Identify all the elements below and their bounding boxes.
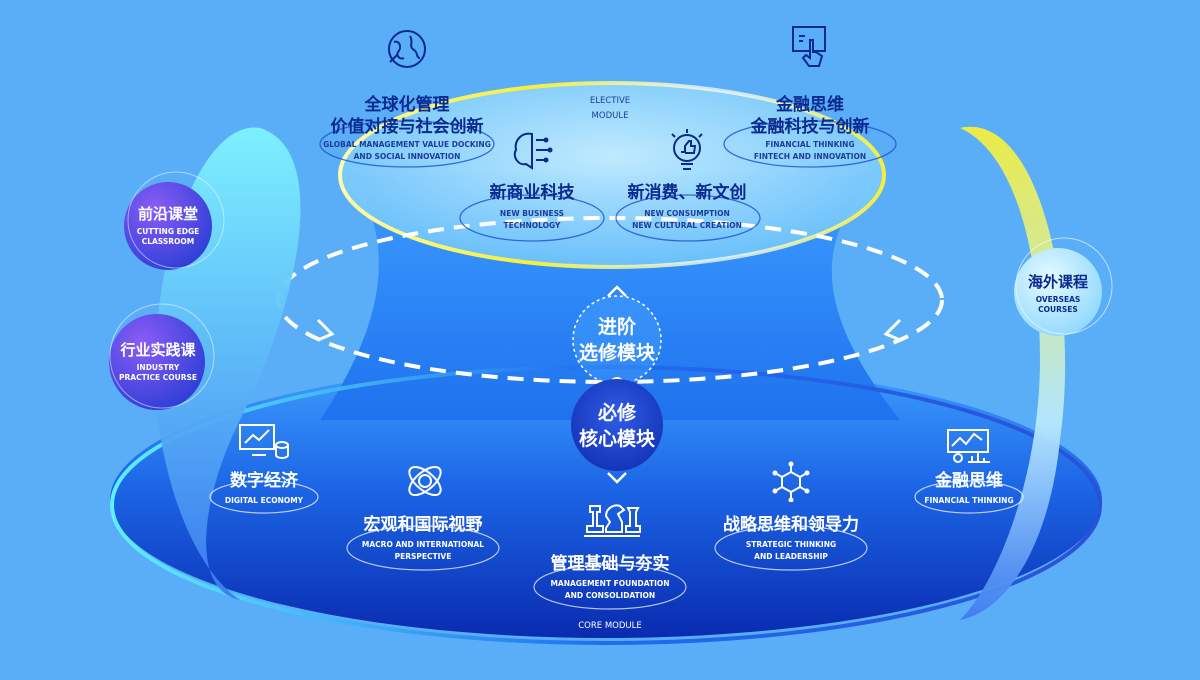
elective-consumption-en1: NEW CONSUMPTION: [644, 209, 730, 218]
core-item-finance: 金融思维 FINANCIAL THINKING: [909, 470, 1029, 507]
cutting-edge-en1: CUTTING EDGE: [136, 227, 200, 236]
overseas-bubble-bg: [1014, 248, 1102, 336]
core-strategy-en2: AND LEADERSHIP: [754, 552, 828, 561]
required-circle: [571, 379, 663, 471]
advanced-circle: [572, 295, 662, 385]
lightbulb-thumb-icon: [671, 129, 703, 170]
elective-module-platform: [340, 83, 884, 267]
chess-pieces-icon: [584, 504, 641, 537]
core-strategy-en1: STRATEGIC THINKING: [745, 540, 837, 549]
elective-fintech-en2: FINTECH AND INNOVATION: [753, 152, 867, 161]
stock-chart-icon: [947, 429, 990, 463]
cutting-edge-title: 前沿课堂: [137, 205, 198, 223]
elective-business-title: 新商业科技: [489, 183, 575, 203]
industry-practice-bubble: 行业实践课 INDUSTRY PRACTICE COURSE: [104, 320, 212, 404]
orbit-arrow-left-icon: [316, 318, 335, 342]
required-line2: 核心模块: [578, 428, 655, 450]
industry-title: 行业实践课: [120, 341, 196, 359]
elective-item-consumption: 新消费、新文创 NEW CONSUMPTION NEW CULTURAL CRE…: [612, 182, 762, 232]
elective-business-en1: NEW BUSINESS: [499, 209, 565, 218]
elective-item-fintech: 金融思维 金融科技与创新 FINANCIAL THINKING FINTECH …: [724, 94, 896, 163]
core-finance-title: 金融思维: [935, 471, 1003, 491]
elective-consumption-en2: NEW CULTURAL CREATION: [632, 221, 742, 230]
network-cube-icon: [772, 461, 810, 502]
elective-ring: [338, 81, 886, 269]
core-management-en1: MANAGEMENT FOUNDATION: [550, 579, 670, 588]
brain-circuit-icon: [513, 132, 553, 170]
elective-consumption-title: 新消费、新文创: [627, 183, 747, 203]
cutting-edge-bubble-bg: [124, 182, 212, 270]
core-macro-en2: PERSPECTIVE: [394, 552, 452, 561]
advanced-line1: 进阶: [597, 316, 636, 338]
industry-bubble-bg: [109, 314, 205, 410]
right-arc: [960, 126, 1066, 621]
overseas-title: 海外课程: [1027, 273, 1088, 291]
elective-item-global: 全球化管理 价值对接与社会创新 GLOBAL MANAGEMENT VALUE …: [314, 94, 500, 163]
elective-business-en2: TECHNOLOGY: [503, 221, 561, 230]
chevron-up-icon: [607, 285, 627, 297]
elective-global-en1: GLOBAL MANAGEMENT VALUE DOCKING: [323, 140, 491, 149]
core-management-en2: AND CONSOLIDATION: [564, 591, 656, 600]
elective-title: ELECTIVE: [589, 96, 631, 106]
overseas-bubble: 海外课程 OVERSEAS COURSES: [1014, 254, 1102, 334]
core-macro-en1: MACRO AND INTERNATIONAL: [361, 540, 485, 549]
cutting-edge-en2: CLASSROOM: [141, 237, 195, 246]
elective-module-label: ELECTIVE MODULE: [560, 95, 660, 122]
industry-en1: INDUSTRY: [136, 363, 180, 372]
core-macro-title: 宏观和国际视野: [363, 515, 483, 535]
core-item-strategy: 战略思维和领导力 STRATEGIC THINKING AND LEADERSH…: [706, 514, 876, 563]
required-core-label: 必修 核心模块: [567, 400, 667, 452]
core-label: CORE MODULE: [578, 621, 642, 631]
orbit-arrow-right-icon: [883, 318, 902, 342]
elective-fintech-subtitle: 金融科技与创新: [750, 117, 870, 137]
core-finance-en1: FINANCIAL THINKING: [924, 496, 1014, 505]
core-item-digital: 数字经济 DIGITAL ECONOMY: [204, 470, 324, 507]
core-digital-en1: DIGITAL ECONOMY: [224, 496, 304, 505]
elective-fintech-title: 金融思维: [776, 95, 844, 115]
globe-icon: [388, 30, 426, 68]
advanced-elective-label: 进阶 选修模块: [567, 314, 667, 366]
elective-global-subtitle: 价值对接与社会创新: [330, 117, 484, 137]
elective-fintech-en1: FINANCIAL THINKING: [765, 140, 855, 149]
touch-screen-icon: [792, 26, 826, 67]
core-strategy-title: 战略思维和领导力: [723, 515, 859, 535]
chevron-down-icon: [607, 472, 627, 484]
elective-subtitle: MODULE: [591, 111, 629, 121]
industry-en2: PRACTICE COURSE: [119, 373, 197, 382]
overseas-en1: OVERSEAS: [1035, 295, 1081, 304]
overseas-en2: COURSES: [1038, 305, 1078, 314]
core-item-management: 管理基础与夯实 MANAGEMENT FOUNDATION AND CONSOL…: [530, 553, 690, 602]
core-management-title: 管理基础与夯实: [550, 554, 670, 574]
required-line1: 必修: [597, 402, 636, 424]
core-item-macro: 宏观和国际视野 MACRO AND INTERNATIONAL PERSPECT…: [343, 514, 503, 563]
elective-item-business-tech: 新商业科技 NEW BUSINESS TECHNOLOGY: [462, 182, 602, 232]
elective-global-en2: AND SOCIAL INNOVATION: [353, 152, 461, 161]
atom-orbit-icon: [408, 465, 442, 497]
core-ring: [110, 365, 1102, 645]
core-module-platform: [110, 362, 1102, 638]
core-module-label: CORE MODULE: [560, 620, 660, 632]
elective-global-title: 全球化管理: [364, 95, 450, 115]
core-digital-title: 数字经济: [230, 471, 298, 491]
advanced-line2: 选修模块: [578, 342, 655, 364]
cutting-edge-bubble: 前沿课堂 CUTTING EDGE CLASSROOM: [124, 186, 212, 266]
monitor-chart-icon: [239, 424, 289, 459]
